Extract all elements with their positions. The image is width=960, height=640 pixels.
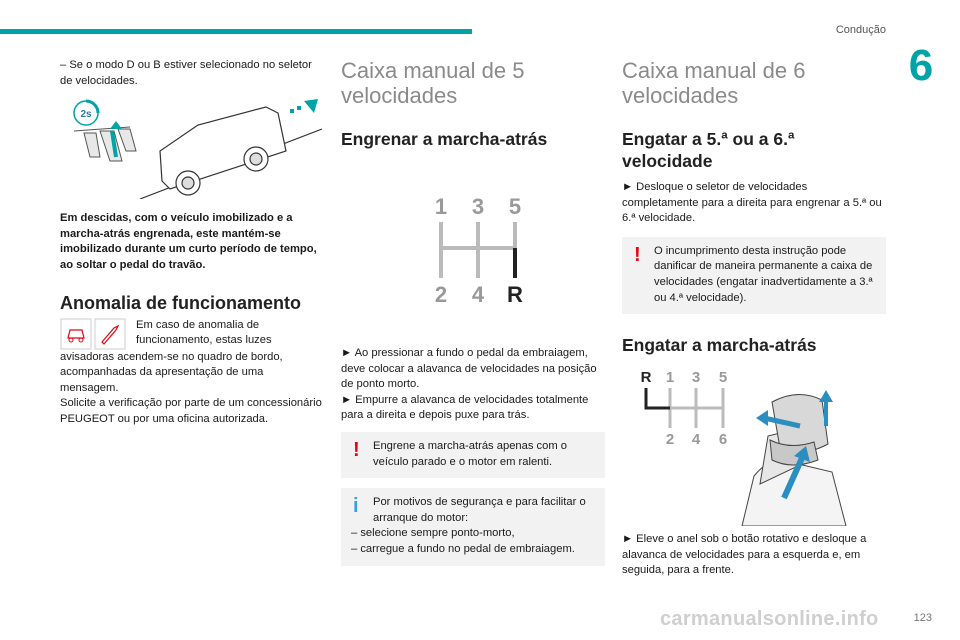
forward-arrow xyxy=(781,456,805,500)
pedal-arrow xyxy=(110,130,118,158)
column-3: Caixa manual de 6 velocidades Engatar a … xyxy=(622,58,886,579)
section-label: Condução xyxy=(835,24,886,36)
info-box-5: i Por motivos de segurança e para facili… xyxy=(341,488,605,566)
gear6-6: 6 xyxy=(719,431,727,448)
timer-label: 2s xyxy=(80,109,92,120)
info-item-1: – selecione sempre ponto-morto, xyxy=(351,527,515,540)
hill-start-drawing: 2s xyxy=(73,99,323,200)
watermark: carmanualsonline.info xyxy=(660,608,879,630)
manual-5-title: Caixa manual de 5 velocidades xyxy=(341,58,525,108)
warning-box-6: ! O incumprimento desta instrução pode d… xyxy=(622,236,886,315)
malfunction-block: Em caso de anomalia de funcionamento, es… xyxy=(60,318,322,428)
mode-note: – Se o modo D ou B estiver selecionado n… xyxy=(60,59,312,87)
malfunction-text-2: avisadoras acendem-se no quadro de bordo… xyxy=(60,350,283,394)
step-1-5: ► Ao pressionar a fundo o pedal da embra… xyxy=(341,347,597,391)
column-1: – Se o modo D ou B estiver selecionado n… xyxy=(60,58,323,428)
downhill-arrow-icon xyxy=(290,99,318,114)
step-1-6: ► Desloque o seletor de velocidades comp… xyxy=(622,181,882,225)
warning-text-5: Engrene a marcha-atrás apenas com o veíc… xyxy=(373,439,568,468)
malfunction-text-3: Solicite a verificação por parte de um c… xyxy=(60,397,322,425)
gear6-1: 1 xyxy=(666,369,674,386)
reverse-heading-5: Engrenar a marcha-atrás xyxy=(341,129,548,149)
gear6-4: 4 xyxy=(692,431,701,448)
warning-box-5: ! Engrene a marcha-atrás apenas com o ve… xyxy=(341,431,605,479)
warning-icon-6: ! xyxy=(634,243,641,266)
car-warning-icon xyxy=(67,328,85,339)
fifth-sixth-heading: Engatar a 5.ª ou a 6.ª velocidade xyxy=(622,128,886,172)
left-arrow xyxy=(763,415,801,429)
chapter-number: 6 xyxy=(908,41,934,90)
gear-3: 3 xyxy=(472,194,484,219)
warning-lights-icons xyxy=(60,318,126,350)
pedals-icon xyxy=(73,126,137,162)
gear6-3: 3 xyxy=(692,369,700,386)
gear-pattern-5: 1 3 5 2 4 R xyxy=(341,190,605,312)
fifth-sixth-heading-text: Engatar a 5.ª ou a 6.ª velocidade xyxy=(622,129,795,171)
step-2-6: ► Eleve o anel sob o botão rotativo e de… xyxy=(622,533,867,577)
manual-6-title: Caixa manual de 6 velocidades xyxy=(622,58,806,108)
gear-lever-illustration: R 1 3 5 2 4 6 xyxy=(622,366,886,527)
header-accent-bar xyxy=(0,29,472,34)
column-2: Caixa manual de 5 velocidades Engrenar a… xyxy=(341,58,605,566)
reverse-path-6 xyxy=(644,388,670,410)
gear-2: 2 xyxy=(435,282,447,307)
reverse-heading-6: Engatar a marcha-atrás xyxy=(622,335,817,356)
page-number: 123 xyxy=(913,612,932,624)
info-item-2: – carregue a fundo no pedal de embraiage… xyxy=(351,542,575,555)
gear-r: R xyxy=(507,282,523,307)
info-icon: i xyxy=(353,495,359,518)
warning-text-6: O incumprimento desta instrução pode dan… xyxy=(654,244,873,304)
car-outline-icon xyxy=(159,106,287,196)
wrench-icon xyxy=(101,324,120,345)
gear6-5: 5 xyxy=(719,369,727,386)
gear6-r: R xyxy=(641,369,652,386)
hill-start-illustration: 2s xyxy=(60,99,323,200)
warning-icon: ! xyxy=(353,438,360,461)
info-text-5: Por motivos de segurança e para facilita… xyxy=(373,496,586,524)
step-2-5: ► Empurre a alavanca de velocidades tota… xyxy=(341,393,589,422)
gear-4: 4 xyxy=(472,282,485,307)
gear-knob-icon xyxy=(741,394,847,527)
gear6-2: 2 xyxy=(666,431,674,448)
malfunction-text-1: Em caso de anomalia de funcionamento, es… xyxy=(136,318,272,347)
malfunction-heading: Anomalia de funcionamento xyxy=(60,292,302,313)
gear-1: 1 xyxy=(435,194,447,219)
downhill-note: Em descidas, com o veículo imobilizado e… xyxy=(60,212,317,271)
gear-5: 5 xyxy=(509,194,521,219)
